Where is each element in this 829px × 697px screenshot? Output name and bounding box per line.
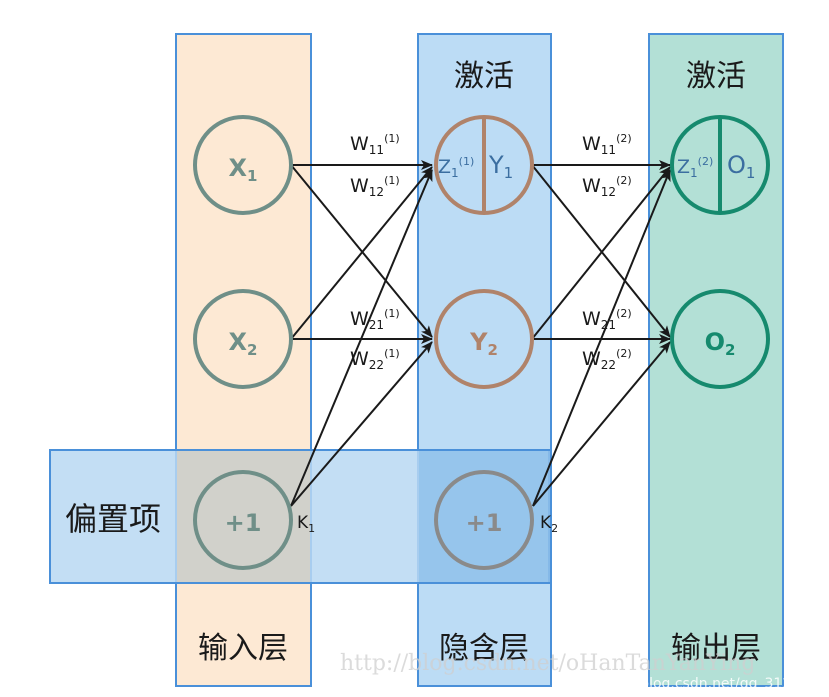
node-o1-z-label: Z1(2) [677,155,713,180]
watermark-primary: http://blog.csdn.net/oHanTanYanYing [340,651,755,676]
weight-w22-2: W22(2) [582,347,632,372]
weight-w11-1: W11(1) [350,132,400,157]
weight-w11-2: W11(2) [582,132,632,157]
weight-w21-2: W21(2) [582,307,632,332]
hidden-activation-title: 激活 [454,59,514,94]
node-o2 [670,289,770,389]
edge-bias1-h1 [290,169,433,507]
node-bias-hidden-label: +1 [466,509,503,537]
layer1-connections [290,160,433,507]
layer2-connections [531,160,671,507]
weight-w12-1: W12(1) [350,174,400,199]
input-layer-column [175,33,312,687]
hidden-layer-label: 隐含层 [439,631,529,666]
bias-label: 偏置项 [65,500,161,538]
edge-h2-o1 [531,166,671,340]
node-x2-label: X2 [229,328,258,359]
node-bias-input-label: +1 [225,509,262,537]
node-h1-y-label: Y1 [488,151,513,182]
edge-bias1-h2 [290,341,433,507]
watermark-secondary: https://blog.csdn.net/qq_31278903 [590,676,829,692]
edge-x1-h2 [290,164,433,338]
edge-bias2-o1 [532,169,671,507]
node-x1 [193,115,293,215]
weight-w22-1: W22(1) [350,347,400,372]
input-layer-label: 输入层 [198,631,288,666]
node-x1-label: X1 [229,154,258,185]
weight-w21-1: W21(1) [350,307,400,332]
node-bias-hidden [434,470,534,570]
node-h2-label: Y2 [469,328,498,359]
node-bias-input [193,470,293,570]
output-activation-title: 激活 [686,59,746,94]
edge-h1-o2 [531,164,671,338]
bias-k2-label: K2 [540,513,558,535]
node-o2-label: O2 [705,328,736,359]
node-o1-o-label: O1 [727,151,755,182]
node-h2 [434,289,534,389]
output-layer-label: 输出层 [671,631,761,666]
edge-bias2-o2 [532,341,671,507]
node-x2 [193,289,293,389]
weight-w12-2: W12(2) [582,174,632,199]
node-h1-z-label: Z1(1) [438,155,474,180]
edge-x2-h1 [290,166,433,340]
bias-k1-label: K1 [297,513,315,535]
